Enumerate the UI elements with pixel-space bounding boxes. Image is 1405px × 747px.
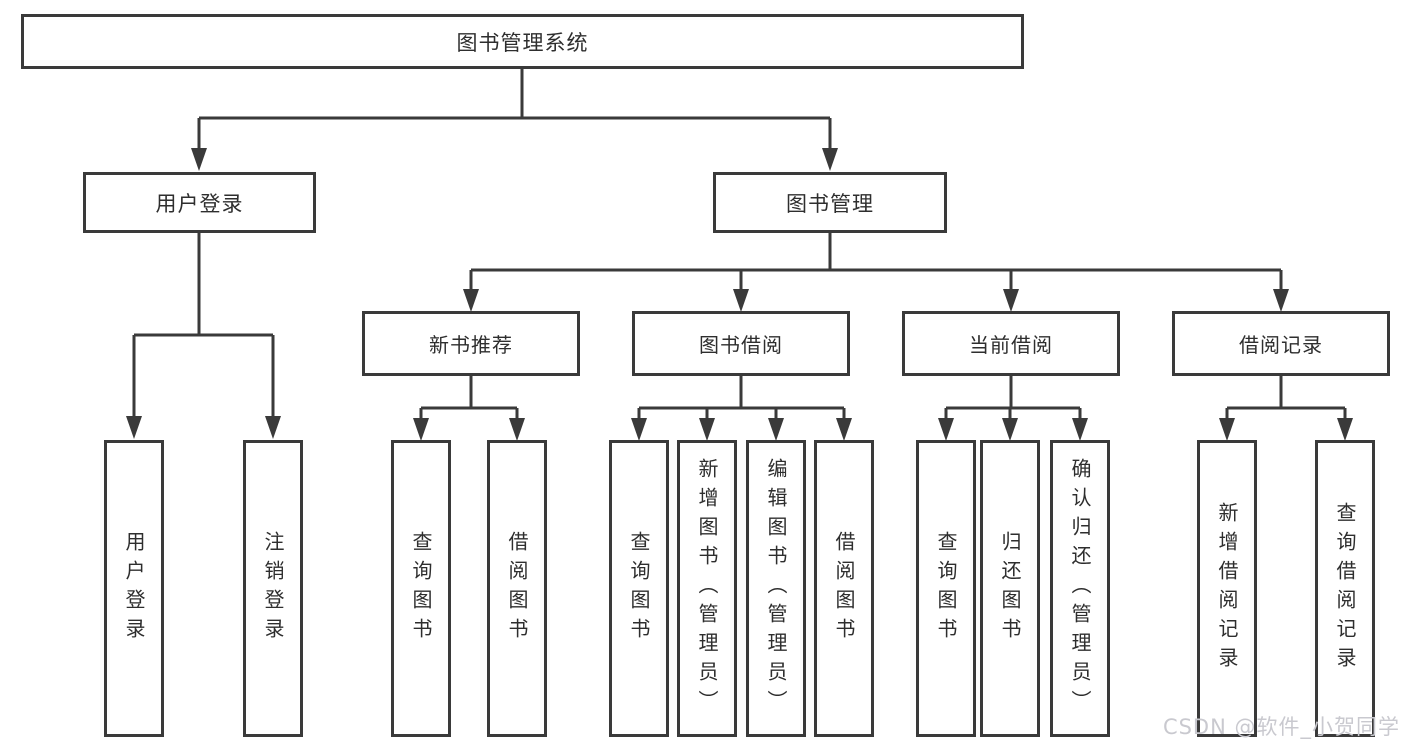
leaf-query-borrow-record: 查询借阅记录 (1315, 440, 1375, 737)
leaf-label: 查询借阅记录 (1333, 501, 1357, 676)
leaf-borrow-books-recommend: 借阅图书 (487, 440, 547, 737)
node-label: 新书推荐 (429, 333, 513, 357)
root-node-library-system: 图书管理系统 (21, 14, 1024, 69)
node-label: 图书管理 (786, 191, 874, 216)
node-label: 借阅记录 (1239, 333, 1323, 357)
node-new-book-recommend: 新书推荐 (362, 311, 580, 376)
leaf-query-books-current: 查询图书 (916, 440, 976, 737)
node-borrow-records: 借阅记录 (1172, 311, 1390, 376)
leaf-logout: 注销登录 (243, 440, 303, 737)
node-label: 当前借阅 (969, 333, 1053, 357)
node-user-login: 用户登录 (83, 172, 316, 233)
leaf-label: 编辑图书（管理员） (764, 458, 788, 719)
root-node-label: 图书管理系统 (456, 30, 589, 55)
arrowheads (126, 148, 1353, 441)
node-current-borrow: 当前借阅 (902, 311, 1120, 376)
leaf-borrow-books: 借阅图书 (814, 440, 874, 737)
leaf-add-books-admin: 新增图书（管理员） (677, 440, 737, 737)
node-label: 图书借阅 (699, 333, 783, 357)
leaf-label: 借阅图书 (505, 530, 529, 647)
node-book-borrow: 图书借阅 (632, 311, 850, 376)
leaf-label: 新增借阅记录 (1215, 501, 1239, 676)
leaf-label: 查询图书 (409, 530, 433, 647)
leaf-edit-books-admin: 编辑图书（管理员） (746, 440, 806, 737)
node-book-management: 图书管理 (713, 172, 947, 233)
leaf-label: 归还图书 (998, 530, 1022, 647)
leaf-label: 查询图书 (627, 530, 651, 647)
leaf-return-books: 归还图书 (980, 440, 1040, 737)
leaf-label: 借阅图书 (832, 530, 856, 647)
node-label: 用户登录 (155, 191, 244, 216)
leaf-user-login: 用户登录 (104, 440, 164, 737)
leaf-add-borrow-record: 新增借阅记录 (1197, 440, 1257, 737)
leaf-confirm-return-admin: 确认归还（管理员） (1050, 440, 1110, 737)
leaf-label: 查询图书 (934, 530, 958, 647)
leaf-query-books-recommend: 查询图书 (391, 440, 451, 737)
leaf-label: 注销登录 (261, 530, 285, 647)
csdn-watermark: CSDN @软件_小贺同学 (1162, 715, 1400, 739)
leaf-query-books-borrow: 查询图书 (609, 440, 669, 737)
leaf-label: 用户登录 (122, 530, 146, 647)
leaf-label: 确认归还（管理员） (1068, 458, 1092, 719)
leaf-label: 新增图书（管理员） (695, 458, 719, 719)
